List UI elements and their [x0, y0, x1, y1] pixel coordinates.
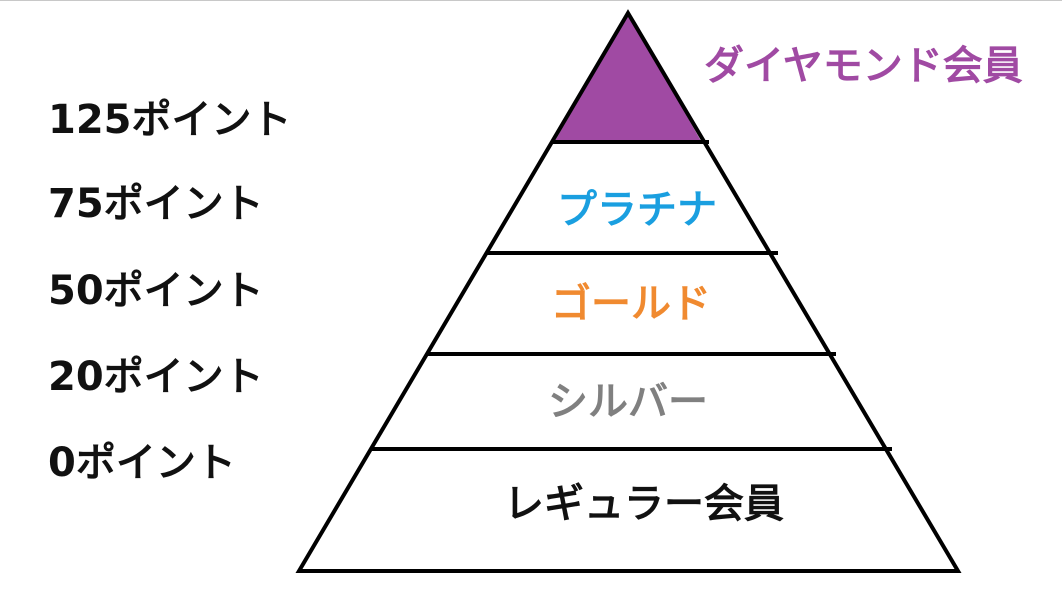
points-label-50: 50ポイント — [48, 268, 264, 314]
tier-label-gold: ゴールド — [551, 281, 711, 327]
tier-label-regular: レギュラー会員 — [504, 481, 784, 527]
pyramid-outline — [295, 9, 962, 573]
tier-label-silver: シルバー — [548, 379, 708, 425]
tier-label-platinum: プラチナ — [557, 187, 717, 233]
points-label-125: 125ポイント — [48, 97, 292, 143]
diamond-tier-fill — [555, 13, 701, 141]
points-label-0: 0ポイント — [48, 440, 236, 486]
points-label-75: 75ポイント — [48, 181, 264, 227]
points-label-20: 20ポイント — [48, 354, 264, 400]
tier-label-diamond: ダイヤモンド会員 — [704, 43, 1023, 89]
